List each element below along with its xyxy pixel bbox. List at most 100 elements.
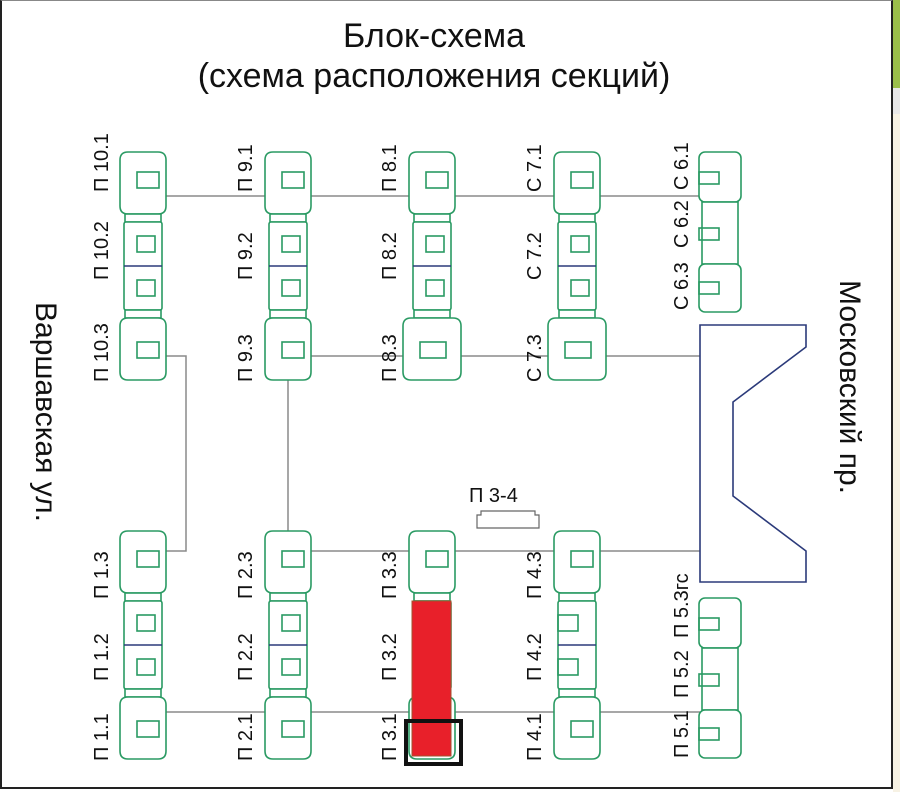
building-b4: П 4.1 П 4.2 П 4.3	[524, 530, 601, 761]
building-b1: П 1.1 П 1.2 П 1.3	[91, 530, 167, 761]
entrance-icon	[698, 617, 720, 631]
edge-accent	[893, 0, 900, 88]
section-b5-b[interactable]	[701, 647, 739, 711]
diagram-title: Блок-схема	[342, 17, 526, 55]
entrance-icon	[425, 550, 449, 568]
section-label: П 8.1	[379, 144, 401, 192]
section-label: П 8.2	[379, 232, 401, 280]
section-label: П 3.3	[379, 551, 401, 599]
neck	[558, 309, 596, 319]
section-label: П 5.2	[671, 650, 693, 698]
section-b6-a[interactable]	[698, 151, 742, 203]
entrance-icon	[698, 727, 720, 741]
connectors	[166, 195, 700, 713]
entrance-icon	[136, 341, 160, 359]
neck	[124, 213, 162, 223]
section-b9-bottom[interactable]	[264, 317, 312, 381]
entrance-icon	[425, 235, 445, 253]
entrance-icon	[281, 720, 305, 738]
entrance-icon	[570, 550, 594, 568]
building-b5: П 5.1 П 5.2 П 5.3гс	[671, 573, 742, 759]
neck	[124, 309, 162, 319]
section-b10-bottom[interactable]	[119, 317, 167, 381]
entrance-icon	[281, 658, 301, 676]
section-b2-bottom[interactable]	[264, 696, 312, 760]
neck	[413, 309, 451, 319]
diagram-subtitle: (схема расположения секций)	[197, 57, 671, 95]
neck	[413, 592, 451, 602]
section-b5-a[interactable]	[698, 597, 742, 649]
entrance-icon	[698, 281, 720, 295]
section-label: П 5.3гс	[671, 573, 693, 638]
neck	[124, 688, 162, 698]
section-label: П 5.1	[671, 710, 693, 758]
building-b2: П 2.1 П 2.2 П 2.3	[235, 530, 312, 761]
building-b6: С 6.1С 6.2С 6.3	[671, 142, 742, 313]
neck	[269, 309, 307, 319]
connector-b10-b1	[166, 355, 187, 552]
section-label: П 10.1	[91, 133, 113, 192]
entrance-icon	[281, 341, 305, 359]
p3-4-label: П 3-4	[469, 485, 518, 507]
highlighted-sections[interactable]	[411, 600, 452, 757]
neck	[124, 592, 162, 602]
section-label: П 4.3	[524, 551, 546, 599]
entrance-icon	[698, 227, 720, 241]
neck	[269, 688, 307, 698]
entrance-icon	[570, 279, 590, 297]
section-label: П 2.1	[235, 713, 257, 761]
entrance-icon	[281, 279, 301, 297]
neck	[413, 213, 451, 223]
section-label: П 9.1	[235, 144, 257, 192]
entrance-icon	[136, 235, 156, 253]
entrance-icon	[419, 341, 447, 359]
section-label: С 7.1	[524, 144, 546, 192]
section-label: П 3.1	[379, 713, 401, 761]
section-b4-bottom[interactable]	[553, 696, 601, 760]
section-label: П 9.2	[235, 232, 257, 280]
entrance-icon	[136, 720, 160, 738]
entrance-icon	[698, 673, 720, 687]
street-left: Варшавская ул.	[29, 302, 62, 522]
section-b6-c[interactable]	[698, 263, 742, 313]
section-p3-4[interactable]: П 3-4	[469, 485, 540, 529]
entrance-icon	[698, 171, 720, 185]
window-edge	[893, 0, 900, 792]
neck	[558, 213, 596, 223]
entrance-icon	[136, 658, 156, 676]
section-label: П 1.2	[91, 633, 113, 681]
entrance-icon	[570, 720, 594, 738]
section-b7-bottom[interactable]	[547, 317, 607, 381]
section-label: С 7.3	[524, 334, 546, 382]
selected-section-frame[interactable]	[404, 719, 463, 766]
section-b6-b[interactable]	[701, 201, 739, 265]
section-label: П 1.1	[91, 713, 113, 761]
section-b8-bottom[interactable]	[402, 317, 462, 381]
section-label: П 4.2	[524, 633, 546, 681]
plaza-outline	[699, 324, 807, 583]
section-label: С 6.1	[671, 142, 693, 190]
section-label: П 2.2	[235, 633, 257, 681]
section-label: С 7.2	[524, 232, 546, 280]
building-b8: П 8.1 П 8.2 П 8.3	[379, 144, 462, 382]
section-label: П 10.3	[91, 323, 113, 382]
entrance-icon	[425, 171, 449, 189]
entrance-icon	[557, 614, 579, 632]
section-b5-c[interactable]	[698, 709, 742, 759]
section-b1-bottom[interactable]	[119, 696, 167, 760]
neck	[269, 213, 307, 223]
entrance-icon	[136, 614, 156, 632]
section-label: П 4.1	[524, 713, 546, 761]
entrance-icon	[564, 341, 592, 359]
section-label: П 8.3	[379, 334, 401, 382]
neck	[558, 592, 596, 602]
p3-4-shape	[476, 510, 540, 529]
section-label: П 3.2	[379, 633, 401, 681]
section-label: П 2.3	[235, 551, 257, 599]
section-label: С 6.2	[671, 200, 693, 248]
entrance-icon	[136, 171, 160, 189]
neck	[269, 592, 307, 602]
section-label: П 1.3	[91, 551, 113, 599]
entrance-icon	[570, 171, 594, 189]
